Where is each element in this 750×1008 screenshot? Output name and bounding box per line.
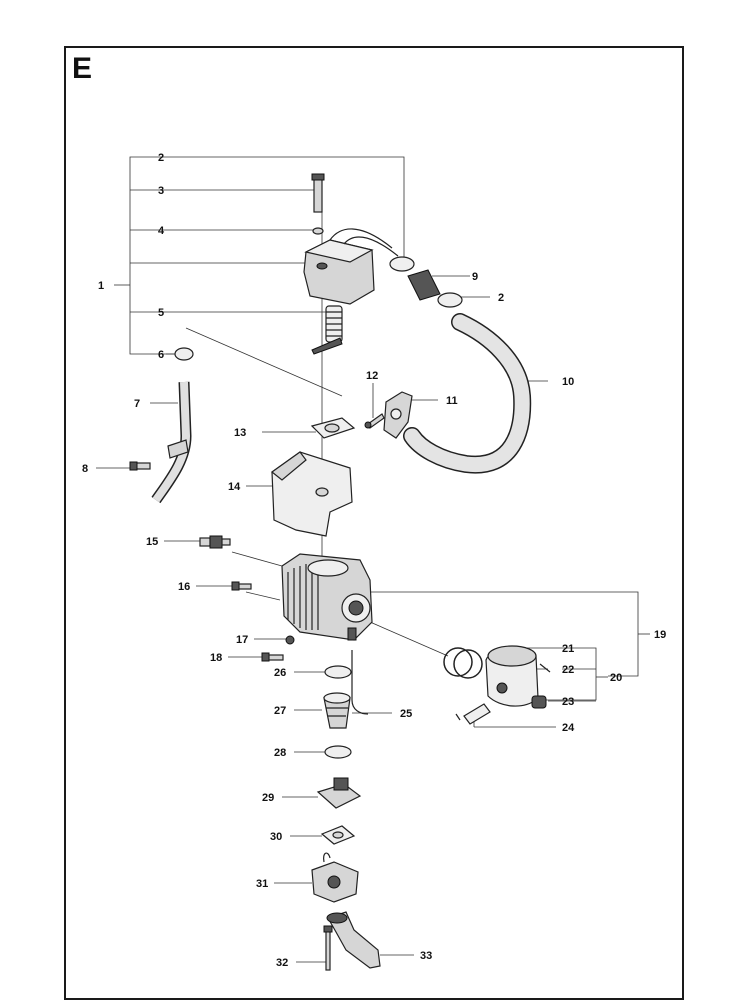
part-2-clamp-right — [437, 292, 463, 308]
callout-28: 28 — [274, 747, 286, 759]
callout-32: 32 — [276, 957, 288, 969]
part-cylinder — [281, 553, 373, 641]
part-2-clamp-top — [389, 256, 415, 272]
part-5-screen — [311, 305, 343, 355]
part-17-washer — [285, 635, 295, 645]
callout-10: 10 — [562, 376, 574, 388]
callout-24: 24 — [562, 722, 575, 734]
callout-30: 30 — [270, 831, 282, 843]
part-8-bolt — [129, 461, 151, 471]
callout-29: 29 — [262, 792, 274, 804]
callout-23: 23 — [562, 696, 574, 708]
callout-33: 33 — [420, 950, 432, 962]
part-6-clamp — [174, 347, 194, 361]
part-32-screw — [323, 925, 333, 971]
callout-13: 13 — [234, 427, 246, 439]
callout-9: 9 — [472, 271, 478, 283]
callout-2: 2 — [158, 152, 164, 164]
part-27-intake-boot — [323, 692, 351, 729]
callout-22: 22 — [562, 664, 574, 676]
part-12-screw — [364, 413, 385, 429]
callout-3: 3 — [158, 185, 164, 197]
part-14-shield — [271, 451, 353, 537]
part-7-hose — [151, 381, 192, 504]
part-10-pipe — [403, 313, 532, 474]
part-piston — [485, 645, 539, 707]
callout-1: 1 — [98, 280, 104, 292]
callout-12: 12 — [366, 370, 378, 382]
callout-27: 27 — [274, 705, 286, 717]
part-22-circlip — [539, 663, 551, 673]
callout-6: 6 — [158, 349, 164, 361]
part-9-coupling — [407, 269, 441, 301]
callout-labels: 1 2 3 4 5 6 7 8 9 2 10 11 12 13 14 15 16… — [82, 152, 666, 969]
part-4-washer — [312, 227, 324, 235]
part-18-bolt — [261, 652, 284, 662]
callout-21: 21 — [562, 643, 574, 655]
part-24-pin — [455, 703, 491, 725]
part-3-bolt — [311, 173, 325, 213]
callout-7: 7 — [134, 398, 140, 410]
part-11-bracket — [383, 391, 413, 439]
diagram-frame — [64, 46, 684, 1000]
part-muffler — [303, 228, 399, 305]
callout-31: 31 — [256, 878, 268, 890]
callout-4: 4 — [158, 225, 165, 237]
callout-17: 17 — [236, 634, 248, 646]
callout-19: 19 — [654, 629, 666, 641]
section-letter: E — [72, 52, 93, 85]
callout-16: 16 — [178, 581, 190, 593]
callout-20: 20 — [610, 672, 622, 684]
part-13-gasket — [310, 417, 356, 439]
part-29-adapter — [316, 777, 362, 809]
part-33-air-intake — [326, 911, 381, 969]
part-30-gasket — [320, 825, 356, 845]
callout-18: 18 — [210, 652, 222, 664]
callout-15: 15 — [146, 536, 158, 548]
callout-26: 26 — [274, 667, 286, 679]
part-23-bearing — [531, 695, 547, 709]
callout-2-right: 2 — [498, 292, 504, 304]
part-15-spark-plug — [199, 535, 231, 549]
callout-14: 14 — [228, 481, 241, 493]
part-21-rings — [443, 647, 483, 679]
part-26-clamp — [324, 665, 352, 679]
callout-25: 25 — [400, 708, 412, 720]
callout-5: 5 — [158, 307, 164, 319]
callout-11: 11 — [446, 395, 458, 407]
part-28-clamp — [324, 745, 352, 759]
part-25-hose — [351, 650, 369, 715]
part-16-bolt — [231, 581, 252, 591]
callout-8: 8 — [82, 463, 88, 475]
part-31-carburetor — [311, 852, 359, 903]
